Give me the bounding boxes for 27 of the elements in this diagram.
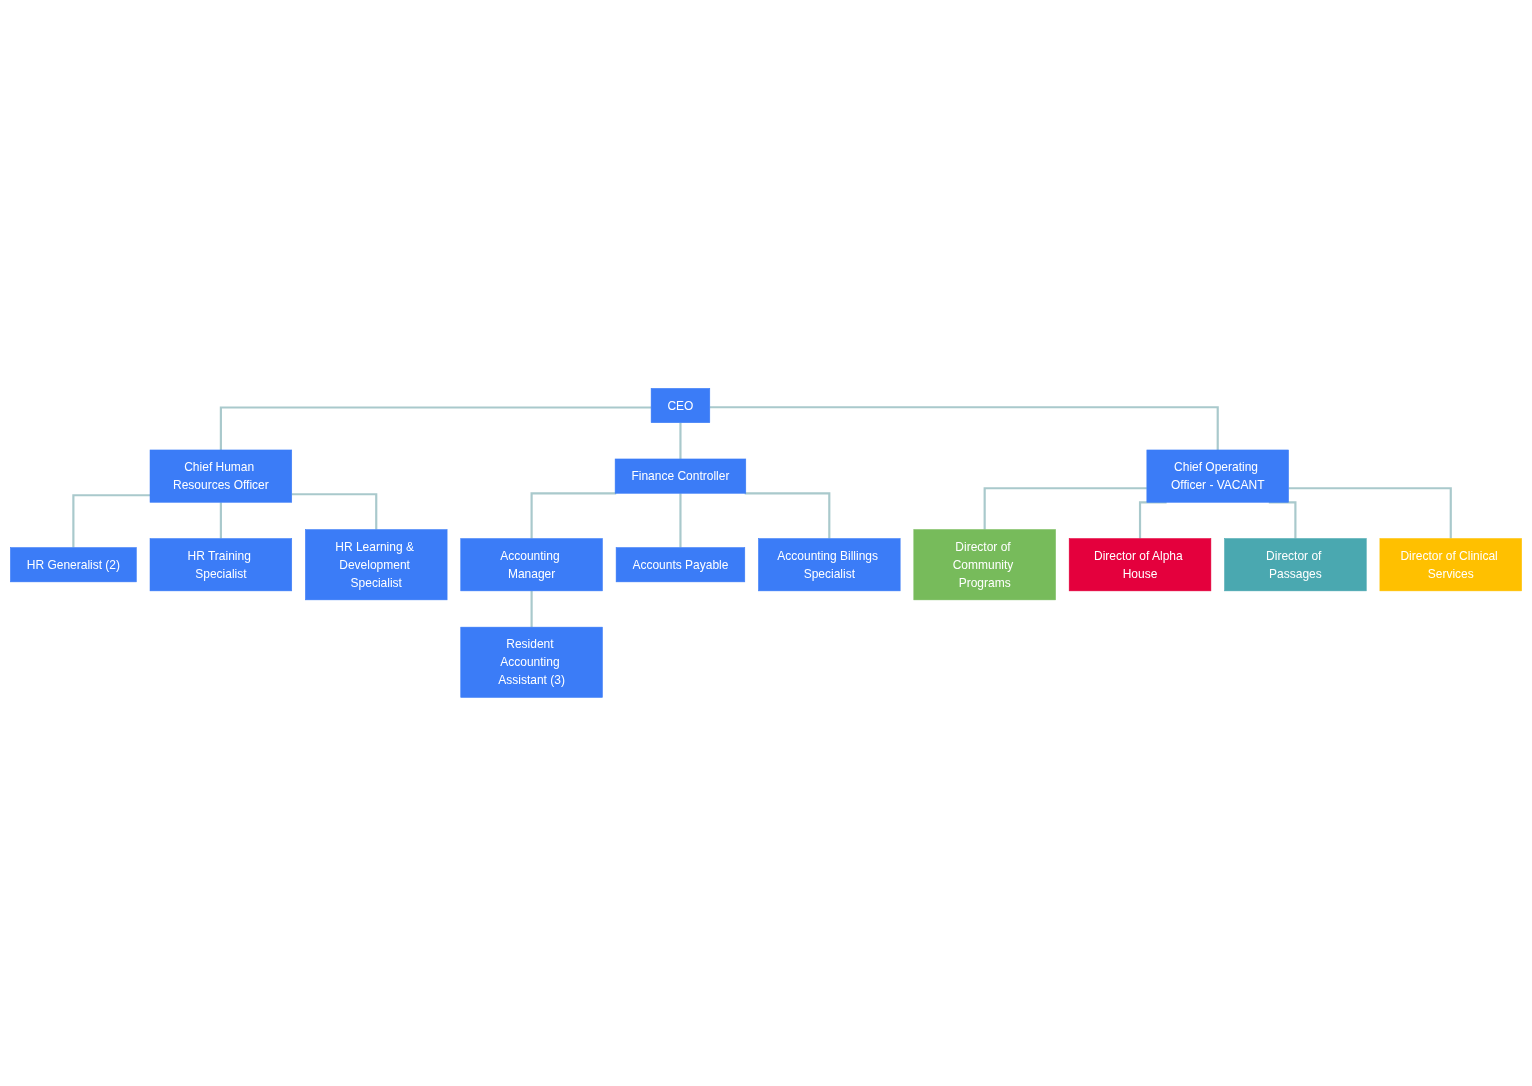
node-box: Resident Accounting Assistant (3) [460, 626, 603, 698]
node-box: Accounts Payable [615, 547, 746, 583]
connector [72, 494, 150, 548]
node-box: Director of Passages [1224, 538, 1367, 592]
connector [219, 406, 652, 451]
node-box: Accounting Manager [460, 538, 603, 592]
connector [530, 492, 617, 539]
node-box: HR Learning & Development Specialist [305, 529, 448, 601]
connector [679, 492, 682, 548]
connector [983, 487, 1147, 530]
connector [530, 589, 533, 628]
connector [744, 492, 831, 539]
node-box: Chief Human Resources Officer [149, 449, 293, 503]
connector [1288, 487, 1452, 539]
node-box: Director of Clinical Services [1379, 538, 1522, 592]
node-box: HR Training Specialist [149, 538, 293, 592]
connector [679, 421, 682, 460]
node-box: Finance Controller [614, 458, 747, 494]
connector [709, 406, 1219, 451]
connector [219, 501, 222, 539]
node-box: Accounting Billings Specialist [758, 538, 901, 592]
node-box: HR Generalist (2) [10, 547, 137, 583]
node-box: CEO [650, 388, 711, 424]
node-box: Chief Operating Officer - VACANT [1146, 449, 1289, 503]
node-box: Director of Alpha House [1068, 538, 1212, 592]
node-box: Director of Community Programs [913, 529, 1056, 601]
connector [291, 493, 378, 530]
